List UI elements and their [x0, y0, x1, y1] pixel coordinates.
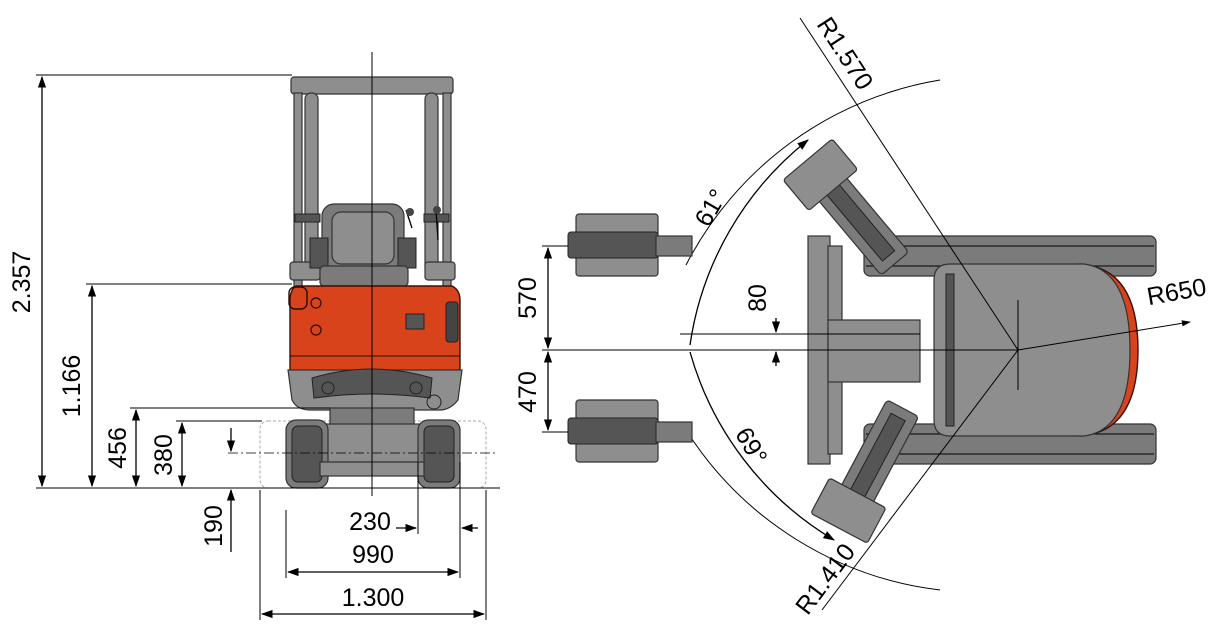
boom-swung-right: [811, 400, 918, 543]
attachment-offset-left: [567, 213, 693, 277]
total-height-label: 2.357: [8, 251, 36, 314]
track-height-label: 380: [150, 434, 178, 476]
front-view: 2.357 1.166 456 380 190 230 990 1.300: [8, 52, 500, 620]
boom-swung-left: [783, 139, 908, 275]
outer-width-label: 1.300: [342, 584, 405, 612]
radius-1410-line: [821, 349, 1019, 611]
ground-clearance-label: 190: [200, 505, 228, 547]
counterweight: [287, 368, 463, 411]
angle-arc-61: [689, 139, 809, 346]
outer-arc-bottom: [685, 429, 941, 591]
operator-seat: [309, 203, 441, 287]
undercarriage: [285, 407, 461, 489]
radius-1570-line: [799, 17, 1019, 351]
outer-arc-top: [685, 79, 941, 266]
offset-470-label: 470: [514, 371, 542, 413]
attachment-offset-right: [567, 399, 693, 463]
radius-1410-label: R1.410: [790, 539, 861, 620]
top-view: 570 470 80 61° 69° R650 R1.570 R1.410: [514, 12, 1208, 620]
track-width-label: 230: [349, 508, 391, 536]
inner-width-label: 990: [352, 541, 394, 569]
tail-radius-label: R650: [1145, 273, 1209, 311]
upper-structure-top: [933, 263, 1131, 437]
radius-1570-label: R1.570: [811, 12, 878, 95]
tail-radius-line: [1017, 320, 1191, 351]
undercarriage-height-label: 456: [104, 427, 132, 469]
body-top-height-label: 1.166: [58, 355, 86, 418]
boom-offset-80-label: 80: [744, 284, 772, 312]
swing-angle-right-label: 69°: [729, 423, 772, 470]
offset-570-label: 570: [514, 277, 542, 319]
upper-body: [288, 285, 461, 373]
angle-arc-69: [689, 351, 836, 541]
swing-angle-left-label: 61°: [689, 185, 732, 232]
